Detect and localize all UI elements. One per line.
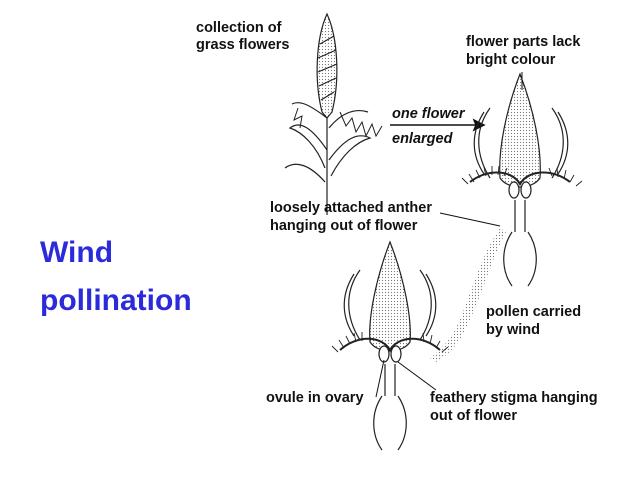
pointer-lines — [375, 72, 523, 398]
label-stigma-line2: out of flower — [430, 408, 517, 424]
title-pollination: pollination — [40, 284, 192, 317]
label-one-flower: one flower — [392, 106, 465, 122]
label-enlarged: enlarged — [392, 131, 453, 147]
label-pollen-line1: pollen carried — [486, 304, 582, 320]
label-parts-line1: flower parts lack — [466, 34, 581, 50]
pollen-trail — [430, 228, 506, 362]
label-parts-line2: bright colour — [466, 52, 556, 68]
grass-plant — [284, 12, 383, 215]
label-collection-line2: grass flowers — [196, 37, 290, 53]
label-anther-line2: hanging out of flower — [270, 218, 418, 234]
label-anther-line1: loosely attached anther — [270, 200, 432, 216]
enlarged-flower-top — [461, 72, 583, 287]
label-ovule: ovule in ovary — [266, 390, 364, 406]
label-stigma-line1: feathery stigma hanging — [430, 390, 598, 406]
flower-bottom — [331, 240, 449, 451]
label-pollen-line2: by wind — [486, 322, 540, 338]
title-wind: Wind — [40, 236, 114, 269]
label-collection-line1: collection of — [196, 20, 282, 36]
